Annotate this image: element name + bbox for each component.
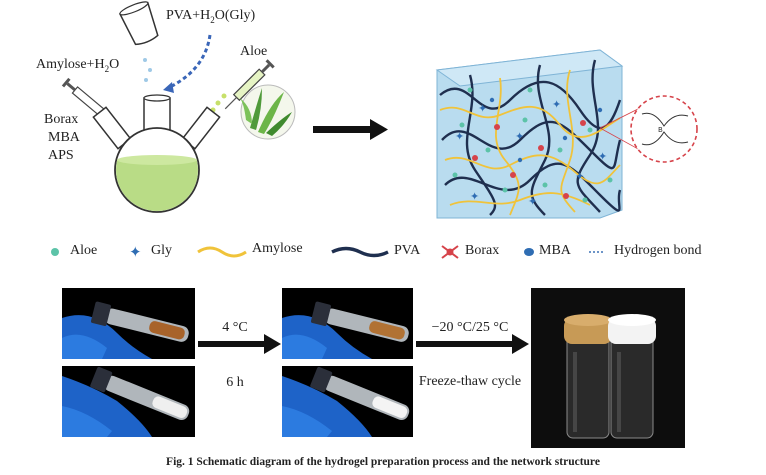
legend-mba: MBA bbox=[539, 243, 571, 258]
left-syringe-icon bbox=[61, 77, 116, 124]
svg-text:✦: ✦ bbox=[470, 190, 479, 203]
beaker-icon bbox=[118, 1, 159, 46]
legend-amylose: Amylose bbox=[252, 241, 303, 256]
legend-hydrogen-bond: Hydrogen bond bbox=[614, 243, 702, 258]
borax-legend-icon bbox=[441, 245, 459, 259]
figure-caption: Fig. 1 Schematic diagram of the hydrogel… bbox=[166, 456, 600, 468]
legend-aloe: Aloe bbox=[70, 243, 98, 258]
synthesis-scheme: ✦ ✦ ✦ ✦ ✦ ✦ ✦ ✦ B bbox=[61, 1, 698, 219]
step2-method: Freeze-thaw cycle bbox=[418, 374, 522, 389]
aloe-syringe-icon bbox=[224, 59, 275, 110]
aloe-drops bbox=[210, 93, 227, 113]
reagent-borax: Borax bbox=[44, 112, 79, 127]
aloe-label: Aloe bbox=[240, 44, 268, 59]
svg-text:✦: ✦ bbox=[528, 195, 537, 208]
svg-text:✦: ✦ bbox=[598, 150, 607, 163]
photo-vials-final bbox=[531, 288, 685, 448]
process-arrow-1 bbox=[313, 119, 388, 140]
process-arrow-3 bbox=[416, 334, 529, 354]
step2-temperature: −20 °C/25 °C bbox=[431, 320, 509, 335]
legend-pva: PVA bbox=[394, 243, 421, 258]
photo-tube-before-1 bbox=[62, 288, 195, 359]
aloe-plant-image bbox=[240, 84, 296, 140]
pva-legend-icon bbox=[331, 246, 389, 258]
legend-borax: Borax bbox=[465, 243, 500, 258]
svg-text:✦: ✦ bbox=[552, 98, 561, 111]
step1-time: 6 h bbox=[226, 375, 244, 390]
gly-legend-icon: ✦ bbox=[129, 243, 142, 261]
photo-tube-after-2 bbox=[282, 366, 413, 437]
water-drops bbox=[143, 58, 152, 82]
pva-feed-arrow bbox=[167, 34, 212, 90]
reagent-mba: MBA bbox=[48, 130, 80, 145]
process-arrow-2 bbox=[198, 334, 281, 354]
network-structure: ✦ ✦ ✦ ✦ ✦ ✦ ✦ ✦ B bbox=[435, 49, 698, 219]
svg-text:✦: ✦ bbox=[455, 130, 464, 143]
three-neck-flask bbox=[92, 94, 221, 213]
pva-h2o-label: PVA+H2O(Gly) bbox=[166, 8, 256, 25]
legend-symbols: ✦ bbox=[51, 243, 605, 261]
legend-gly: Gly bbox=[151, 243, 172, 258]
svg-text:✦: ✦ bbox=[515, 130, 524, 143]
svg-text:✦: ✦ bbox=[478, 102, 487, 115]
svg-text:B: B bbox=[658, 126, 663, 134]
amylose-h2o-label: Amylose+H2O bbox=[36, 57, 120, 74]
amylose-legend-icon bbox=[197, 246, 247, 258]
mba-legend-icon bbox=[524, 248, 534, 256]
svg-text:✦: ✦ bbox=[575, 170, 584, 183]
photo-tube-before-2 bbox=[62, 366, 195, 437]
aloe-legend-icon bbox=[51, 248, 59, 256]
reagent-aps: APS bbox=[48, 148, 74, 163]
step1-temperature: 4 °C bbox=[222, 320, 248, 335]
photo-tube-after-1 bbox=[282, 288, 413, 359]
